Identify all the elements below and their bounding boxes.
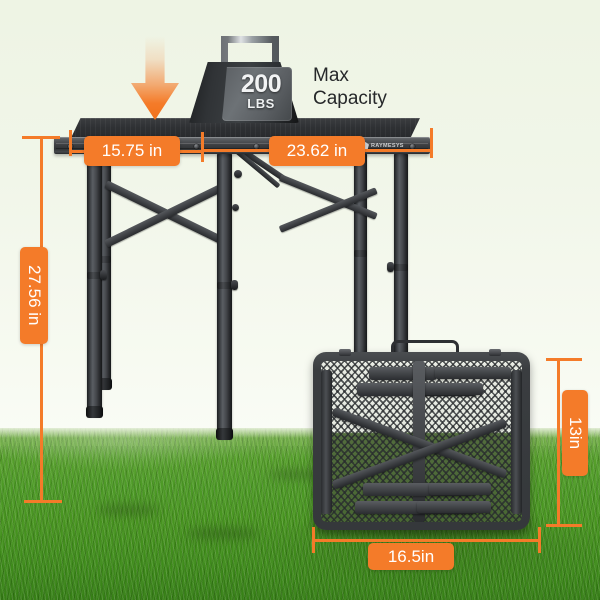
dim-badge-table-height: 27.56 in (20, 247, 48, 344)
folded-table-illustration (313, 340, 530, 530)
leg-shadow-2 (186, 528, 260, 539)
leg-joint (354, 250, 367, 257)
rail-highlight (56, 143, 428, 144)
folded-side-rail-left (321, 370, 332, 514)
leg-foot (86, 406, 103, 418)
table-leg-front-right (216, 152, 238, 440)
tabletop-surface (70, 118, 420, 140)
carry-handle-icon (391, 340, 459, 358)
folded-table-panel (321, 361, 522, 522)
dim-tick-folded-height-bottom (546, 524, 582, 527)
dim-badge-folded-height: 13in (562, 390, 588, 476)
folded-leg-bar (435, 367, 511, 379)
leg-joint (98, 256, 111, 263)
table-leg-back-right (353, 152, 368, 376)
folded-table-latch-right (489, 349, 501, 356)
dim-tick-width-right (201, 132, 204, 162)
brand-logo: RAYMESYS (362, 142, 404, 149)
dim-badge-tabletop-length: 23.62 in (269, 136, 365, 166)
max-capacity-line2: Capacity (313, 88, 387, 110)
dim-line-folded-height (557, 358, 560, 527)
brand-logo-icon (362, 142, 369, 149)
rail-shadowline (56, 148, 428, 149)
dim-tick-folded-height-top (546, 358, 582, 361)
table-leg-front-left (86, 152, 107, 418)
folded-leg-bar (369, 367, 437, 380)
folded-side-rail-right (511, 370, 522, 514)
weight-capacity-number: 200 (240, 70, 282, 98)
height-adjust-knob[interactable] (387, 262, 394, 272)
leg-joint (394, 264, 408, 271)
folded-leg-bar (421, 383, 483, 395)
weight-capacity-unit: LBS (247, 96, 275, 111)
down-arrow-icon (131, 36, 179, 120)
dim-line-folded-width (312, 539, 541, 542)
height-adjust-knob[interactable] (100, 270, 107, 280)
max-capacity-line1: Max (313, 65, 349, 86)
dim-tick-width-left (69, 130, 72, 156)
max-capacity-label: Max Capacity (313, 64, 423, 110)
leg-joint (217, 282, 232, 289)
height-adjust-knob[interactable] (231, 280, 238, 290)
folded-leg-bar (417, 501, 491, 513)
folded-table-latch-left (339, 349, 351, 356)
rail-rivet (254, 144, 259, 149)
dim-badge-folded-width: 16.5in (368, 543, 454, 570)
dim-badge-tabletop-width: 15.75 in (84, 136, 180, 166)
hinge-pin (234, 170, 242, 178)
leg-joint (87, 272, 102, 279)
rail-rivet (410, 144, 415, 149)
leg-shadow-1 (96, 505, 160, 515)
brand-logo-text: RAYMESYS (371, 142, 404, 149)
leg-shadow-3 (268, 470, 326, 479)
weight-plate (222, 67, 292, 121)
tabletop-texture (70, 118, 420, 140)
hinge-pin (232, 204, 239, 211)
rail-rivet (194, 144, 199, 149)
folded-leg-bar (429, 483, 491, 495)
weight-block-icon: 200 LBS (189, 36, 299, 123)
dim-tick-length-right (430, 128, 433, 158)
leg-foot (216, 428, 233, 440)
dim-tick-height-bottom (24, 500, 62, 503)
